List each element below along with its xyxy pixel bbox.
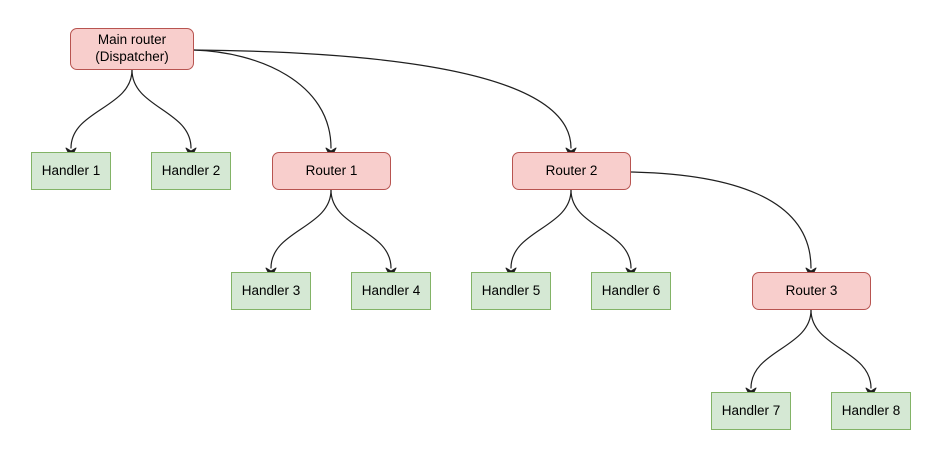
edge-router-3-to-handler-7 [750, 309, 812, 389]
node-router-2[interactable]: Router 2 [512, 152, 631, 190]
edge-router-3-to-handler-8 [810, 309, 872, 389]
edge-router-1-to-handler-4 [330, 189, 392, 269]
edge-main-to-router-1 [193, 49, 332, 149]
node-label-main-router: Main router (Dispatcher) [95, 32, 169, 64]
edge-router-2-to-handler-5 [510, 189, 572, 269]
node-router-1[interactable]: Router 1 [272, 152, 391, 190]
node-label-router-3: Router 3 [785, 282, 838, 298]
node-handler-7[interactable]: Handler 7 [711, 392, 791, 430]
node-label-router-1: Router 1 [305, 162, 358, 178]
node-label-handler-6: Handler 6 [601, 282, 661, 298]
node-handler-3[interactable]: Handler 3 [231, 272, 311, 310]
node-handler-1[interactable]: Handler 1 [31, 152, 111, 190]
node-label-router-2: Router 2 [545, 162, 598, 178]
node-label-handler-1: Handler 1 [41, 162, 101, 178]
edge-router-1-to-handler-3 [270, 189, 332, 269]
edge-main-to-router-2 [193, 49, 572, 149]
node-handler-4[interactable]: Handler 4 [351, 272, 431, 310]
node-main-router[interactable]: Main router (Dispatcher) [70, 28, 194, 70]
edge-router-2-to-handler-6 [570, 189, 632, 269]
edge-router-2-to-router-3 [630, 171, 812, 269]
edge-main-to-handler-1 [70, 69, 133, 149]
node-label-handler-3: Handler 3 [241, 282, 301, 298]
node-label-handler-2: Handler 2 [161, 162, 221, 178]
node-label-handler-5: Handler 5 [481, 282, 541, 298]
node-label-handler-4: Handler 4 [361, 282, 421, 298]
edges-group [70, 49, 872, 389]
node-router-3[interactable]: Router 3 [752, 272, 871, 310]
node-label-handler-8: Handler 8 [841, 402, 901, 418]
edge-main-to-handler-2 [131, 69, 192, 149]
node-handler-6[interactable]: Handler 6 [591, 272, 671, 310]
node-handler-5[interactable]: Handler 5 [471, 272, 551, 310]
node-handler-8[interactable]: Handler 8 [831, 392, 911, 430]
node-label-handler-7: Handler 7 [721, 402, 781, 418]
node-handler-2[interactable]: Handler 2 [151, 152, 231, 190]
